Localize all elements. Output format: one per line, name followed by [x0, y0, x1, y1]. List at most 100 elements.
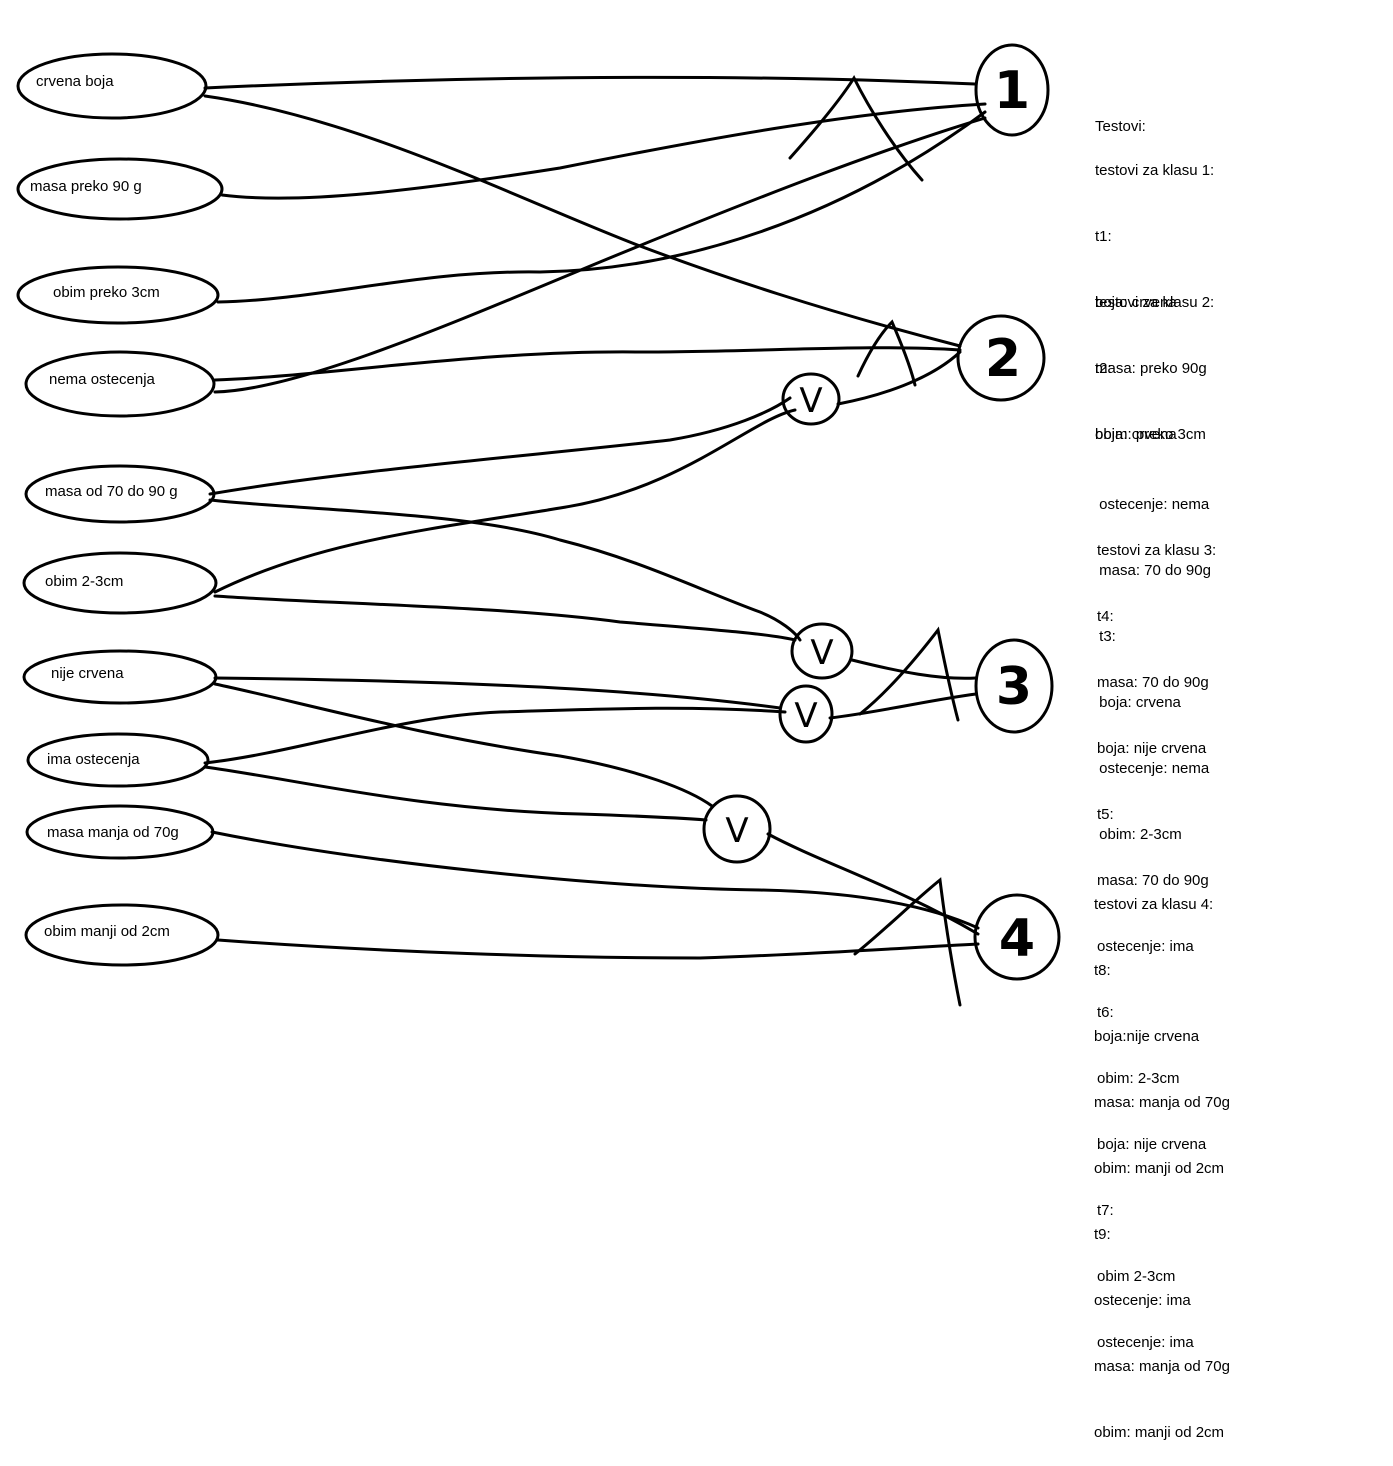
feature-nodes: crvena boja masa preko 90 g obim preko 3…: [16, 52, 224, 967]
or-label: V: [794, 696, 817, 736]
note-line: t1:: [1095, 228, 1112, 245]
edge-v3-to-3: [828, 692, 978, 720]
or-nodes: V V V V: [702, 372, 854, 864]
note-line: boja: crvena: [1095, 426, 1177, 443]
class-label: 4: [999, 909, 1035, 969]
note-line: t8:: [1094, 962, 1111, 979]
and-mark-4: [853, 877, 962, 1007]
edge-v2-to-3: [850, 658, 978, 680]
edge-crvena-to-1: [203, 75, 977, 90]
or-node-2: V: [790, 622, 854, 680]
note-line: masa: manja od 70g: [1094, 1094, 1230, 1111]
note-line: t9:: [1094, 1226, 1111, 1243]
or-node-4: V: [702, 794, 772, 864]
note-line: obim 2-3cm: [1097, 1268, 1176, 1285]
note-line: masa: manja od 70g: [1094, 1358, 1230, 1375]
class-node-4: 4: [973, 893, 1061, 981]
feature-node-masa-preko-90: masa preko 90 g: [16, 157, 224, 221]
and-mark-2: [856, 319, 917, 387]
note-line: ostecenje: nema: [1095, 496, 1210, 513]
notes-title-block: Testovi:: [1095, 72, 1146, 160]
class-node-1: 1: [974, 43, 1050, 137]
feature-node-nema-ostecenja: nema ostecenja: [24, 350, 216, 418]
edge-masa7090-to-v1: [208, 396, 792, 496]
class-label: 1: [994, 61, 1030, 121]
feature-node-crvena-boja: crvena boja: [16, 52, 208, 120]
decision-diagram: crvena boja masa preko 90 g obim preko 3…: [16, 43, 1061, 1007]
note-line: boja: crvena: [1095, 294, 1177, 311]
feature-label: nema ostecenja: [49, 371, 156, 388]
class-nodes: 1 2 3 4: [956, 43, 1061, 981]
feature-label: masa od 70 do 90 g: [45, 483, 178, 500]
note-line: ostecenje: ima: [1097, 938, 1194, 955]
feature-label: obim manji od 2cm: [44, 923, 170, 940]
and-mark-1: [788, 74, 924, 182]
edge-nije-to-v4: [213, 682, 714, 808]
feature-label: crvena boja: [36, 73, 114, 90]
note-line: t2:: [1095, 360, 1112, 377]
note-line: obim: manji od 2cm: [1094, 1160, 1225, 1177]
notes-group-class-1: testovi za klasu 1: t1: boja: crvena mas…: [1095, 116, 1214, 468]
note-line: t5:: [1097, 806, 1114, 823]
feature-label: obim preko 3cm: [53, 284, 160, 301]
feature-label: ima ostecenja: [47, 751, 140, 768]
feature-node-masa-70-90: masa od 70 do 90 g: [24, 464, 216, 524]
or-label: V: [725, 811, 748, 851]
note-line: masa: preko 90g: [1095, 360, 1207, 377]
class-label: 3: [996, 657, 1032, 717]
note-line: obim: preko 3cm: [1095, 426, 1206, 443]
note-line: testovi za klasu 2:: [1095, 294, 1215, 311]
note-line: obim: 2-3cm: [1095, 826, 1182, 843]
and-mark-3: [858, 626, 960, 722]
note-line: masa: 70 do 90g: [1095, 562, 1211, 579]
note-line: masa: 70 do 90g: [1097, 674, 1209, 691]
note-line: testovi za klasu 3:: [1097, 542, 1217, 559]
edge-crvena-to-2: [203, 94, 962, 348]
feature-node-obim-preko-3cm: obim preko 3cm: [16, 265, 220, 325]
feature-node-nije-crvena: nije crvena: [22, 649, 218, 705]
feature-node-ima-ostecenja: ima ostecenja: [26, 732, 210, 788]
note-line: testovi za klasu 4:: [1094, 896, 1214, 913]
edge-obim2-to-4: [216, 938, 980, 960]
note-line: ostecenje: ima: [1094, 1292, 1191, 1309]
notes-group-class-4: testovi za klasu 4: t8: boja:nije crvena…: [1094, 850, 1230, 1466]
note-line: ostecenje: nema: [1095, 760, 1210, 777]
note-line: boja: crvena: [1095, 694, 1181, 711]
note-line: boja: nije crvena: [1097, 740, 1207, 757]
edge-obim23-to-v2: [213, 594, 797, 642]
or-node-1: V: [781, 372, 841, 426]
notes-title: Testovi:: [1095, 118, 1146, 135]
edge-v1-to-2: [836, 350, 962, 406]
feature-node-masa-manja-70: masa manja od 70g: [25, 804, 215, 860]
feature-label: masa manja od 70g: [47, 824, 179, 841]
and-marks: [788, 74, 962, 1007]
edge-ima-to-v3: [203, 706, 787, 765]
note-line: t4:: [1097, 608, 1114, 625]
edge-v4-to-4: [766, 832, 980, 936]
notes-group-class-2: testovi za klasu 2: t2: boja: crvena ost…: [1095, 248, 1214, 868]
edge-masa7090-to-v2: [208, 498, 802, 642]
or-label: V: [799, 381, 822, 421]
or-node-3: V: [778, 684, 834, 744]
or-label: V: [810, 633, 833, 673]
edge-obim23-to-v1: [213, 408, 797, 594]
feature-node-obim-2-3cm: obim 2-3cm: [22, 551, 218, 615]
feature-node-obim-manji-2cm: obim manji od 2cm: [24, 903, 220, 967]
class-node-2: 2: [956, 314, 1046, 402]
class-label: 2: [985, 329, 1021, 389]
class-node-3: 3: [974, 638, 1054, 734]
edge-masa90-to-1: [220, 102, 987, 200]
edge-ima-to-v4: [203, 765, 708, 822]
note-line: obim: 2-3cm: [1097, 1070, 1180, 1087]
edge-masa70-to-4: [210, 830, 980, 930]
note-line: masa: 70 do 90g: [1097, 872, 1209, 889]
note-line: obim: manji od 2cm: [1094, 1424, 1225, 1441]
feature-label: masa preko 90 g: [30, 178, 142, 195]
edge-obim3-to-1: [216, 110, 987, 304]
connections: [203, 75, 987, 960]
edge-nije-to-v3: [213, 676, 782, 710]
note-line: boja: nije crvena: [1097, 1136, 1207, 1153]
note-line: t6:: [1097, 1004, 1114, 1021]
feature-label: obim 2-3cm: [45, 573, 123, 590]
note-line: boja:nije crvena: [1094, 1028, 1200, 1045]
